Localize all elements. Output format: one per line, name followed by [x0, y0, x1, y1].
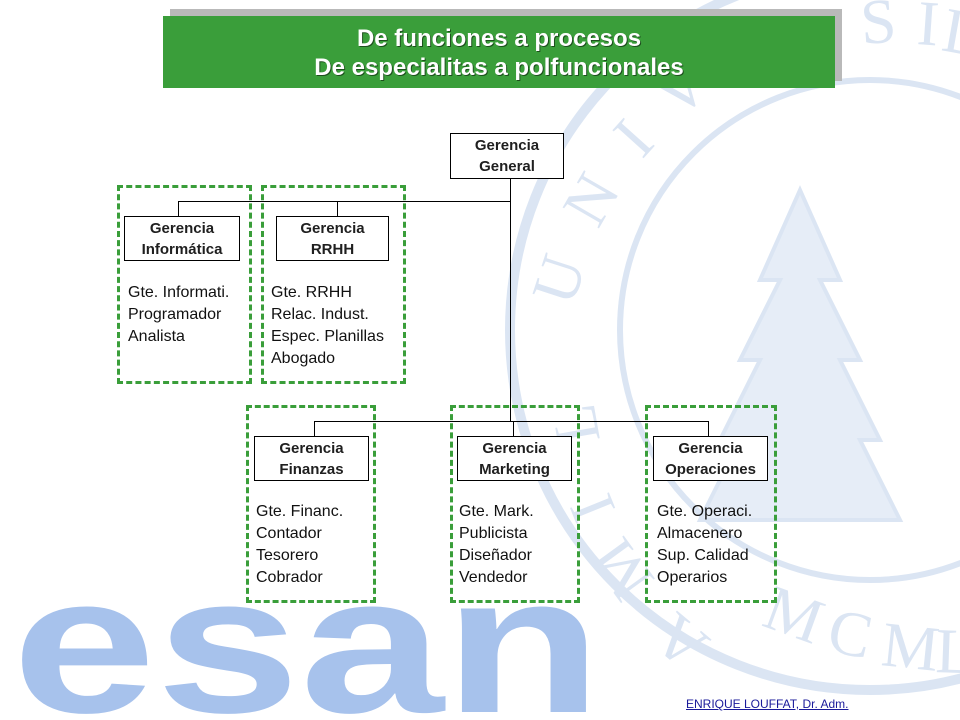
connector-rrhh — [337, 201, 338, 217]
svg-text:L: L — [935, 615, 960, 687]
esan-logo-watermark: esan — [12, 535, 602, 720]
box-gerencia-rrhh: Gerencia RRHH — [276, 216, 389, 261]
connector-trunk — [510, 178, 511, 422]
box-line-2: General — [479, 158, 535, 175]
box-line-1: Gerencia — [279, 440, 344, 457]
box-line-1: Gerencia — [678, 440, 743, 457]
roles-rrhh: Gte. RRHH Relac. Indust. Espec. Planilla… — [271, 282, 384, 370]
role-item: Operarios — [657, 569, 728, 586]
role-item: Cobrador — [256, 569, 323, 586]
roles-operaciones: Gte. Operaci. Almacenero Sup. Calidad Op… — [657, 501, 752, 589]
role-item: Contador — [256, 525, 322, 542]
box-gerencia-general: Gerencia General — [450, 133, 564, 179]
role-item: Espec. Planillas — [271, 328, 384, 345]
group-marketing — [450, 405, 580, 603]
box-gerencia-operaciones: Gerencia Operaciones — [653, 436, 768, 481]
group-informatica — [117, 185, 252, 384]
footer-author: ENRIQUE LOUFFAT, Dr. Adm. — [686, 697, 849, 711]
role-item: Gte. Operaci. — [657, 503, 753, 520]
role-item: Almacenero — [657, 525, 743, 542]
roles-marketing: Gte. Mark. Publicista Diseñador Vendedor — [459, 501, 534, 589]
connector-lower-bar — [314, 421, 708, 422]
roles-informatica: Gte. Informati. Programador Analista — [128, 282, 229, 348]
role-item: Analista — [128, 328, 185, 345]
svg-text:D: D — [938, 0, 960, 72]
box-line-1: Gerencia — [482, 440, 547, 457]
svg-text:I: I — [915, 0, 941, 59]
role-item: Gte. Financ. — [256, 503, 344, 520]
connector-informatica — [178, 201, 179, 217]
box-gerencia-finanzas: Gerencia Finanzas — [254, 436, 369, 481]
role-item: Abogado — [271, 350, 336, 367]
box-line-1: Gerencia — [474, 137, 540, 154]
connector-marketing — [513, 421, 514, 437]
group-finanzas — [246, 405, 376, 603]
box-line-1: Gerencia — [149, 220, 215, 237]
box-gerencia-marketing: Gerencia Marketing — [457, 436, 572, 481]
title-line-2: De especialitas a polfuncionales — [314, 54, 684, 81]
connector-finanzas — [314, 421, 315, 437]
connector-operaciones — [708, 421, 709, 437]
box-line-2: Marketing — [479, 461, 550, 478]
role-item: Tesorero — [256, 547, 319, 564]
svg-text:M: M — [879, 608, 943, 685]
box-line-2: RRHH — [310, 241, 355, 258]
role-item: Gte. RRHH — [271, 284, 352, 301]
title-line-1: De funciones a procesos — [356, 25, 642, 52]
svg-text:S: S — [858, 0, 898, 58]
role-item: Vendedor — [459, 569, 528, 586]
svg-text:U: U — [518, 246, 600, 312]
group-rrhh — [261, 185, 406, 384]
role-item: Relac. Indust. — [271, 306, 369, 323]
role-item: Gte. Mark. — [459, 503, 534, 520]
connector-upper-bar — [178, 201, 511, 202]
role-item: Gte. Informati. — [128, 284, 230, 301]
group-operaciones — [645, 405, 777, 603]
box-line-2: Operaciones — [665, 461, 756, 478]
role-item: Publicista — [459, 525, 528, 542]
box-line-2: Finanzas — [279, 461, 344, 478]
box-line-1: Gerencia — [300, 220, 365, 237]
title-banner: De funciones a procesos De especialitas … — [163, 16, 835, 88]
role-item: Programador — [128, 306, 222, 323]
roles-finanzas: Gte. Financ. Contador Tesorero Cobrador — [256, 501, 343, 589]
svg-text:C: C — [822, 594, 879, 672]
role-item: Sup. Calidad — [657, 547, 749, 564]
box-gerencia-informatica: Gerencia Informática — [124, 216, 240, 261]
box-line-2: Informática — [141, 241, 223, 258]
role-item: Diseñador — [459, 547, 532, 564]
svg-text:I: I — [600, 106, 667, 169]
